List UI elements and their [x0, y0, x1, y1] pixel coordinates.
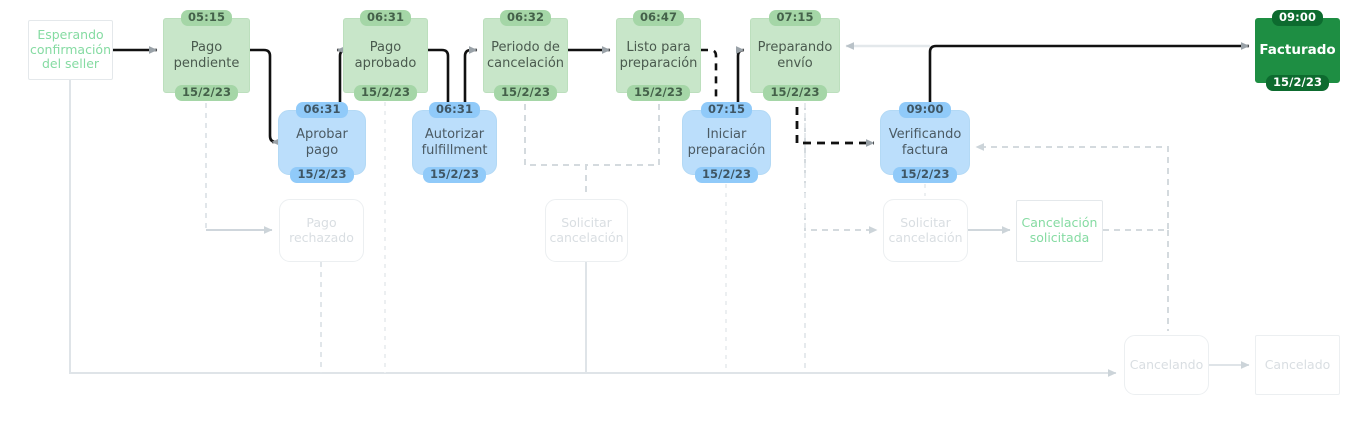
node-label: Cancelando	[1129, 356, 1204, 372]
node-date-badge: 15/2/23	[174, 84, 239, 101]
node-time-badge: 07:15	[700, 102, 753, 119]
node-label: Solicitar cancelación	[549, 214, 624, 245]
edge-periodo-solicitar1	[524, 93, 587, 196]
edge-autorizar-periodo	[463, 46, 478, 110]
node-label: Facturado	[1259, 41, 1336, 58]
node-esperando[interactable]: Esperando confirmación del seller	[28, 20, 113, 80]
node-cancelando[interactable]: Cancelando	[1124, 335, 1209, 395]
node-time-badge: 09:00	[1271, 10, 1324, 27]
edge-listo-solicitar1	[586, 93, 660, 166]
edge-prepenvio-solicitar2	[804, 93, 878, 234]
node-label: Cancelado	[1264, 356, 1331, 372]
node-date-badge: 15/2/23	[626, 84, 691, 101]
node-label: Autorizar fulfillment	[421, 127, 488, 158]
node-time-badge: 07:15	[769, 10, 821, 27]
node-label: Cancelación solicitada	[1021, 215, 1098, 245]
edge-listo-iniciarprep	[701, 48, 718, 110]
node-solicitar-1[interactable]: Solicitar cancelación	[545, 199, 628, 262]
node-canc-solic[interactable]: Cancelación solicitada	[1016, 200, 1103, 262]
edge-verifactura-facturado	[928, 42, 1250, 110]
edge-pagoaprobado-autorizar	[428, 48, 450, 110]
edge-iniciarprep-prepenvio	[735, 46, 745, 110]
node-label: Pago rechazado	[289, 214, 354, 245]
node-label: Verificando factura	[888, 127, 962, 158]
node-date-badge: 15/2/23	[353, 84, 418, 101]
node-date-badge: 15/2/23	[1265, 74, 1330, 91]
node-label: Listo para preparación	[619, 40, 698, 71]
node-date-badge: 15/2/23	[763, 84, 827, 101]
node-pago-rech[interactable]: Pago rechazado	[279, 199, 364, 262]
node-label: Pago pendiente	[173, 40, 240, 71]
node-date-badge: 15/2/23	[893, 166, 957, 183]
node-time-badge: 09:00	[899, 102, 951, 119]
edge-pagopend-aprobarpago	[250, 48, 280, 146]
node-date-badge: 15/2/23	[290, 166, 354, 183]
node-cancelado[interactable]: Cancelado	[1255, 335, 1340, 395]
node-time-badge: 06:31	[359, 10, 412, 27]
node-label: Iniciar preparación	[687, 127, 766, 158]
node-label: Esperando confirmación del seller	[30, 26, 111, 72]
edge-pagopend-down	[205, 93, 272, 231]
node-label: Solicitar cancelación	[888, 214, 963, 245]
node-time-badge: 06:47	[632, 10, 685, 27]
node-solicitar-2[interactable]: Solicitar cancelación	[883, 199, 968, 262]
node-date-badge: 15/2/23	[493, 84, 558, 101]
node-date-badge: 15/2/23	[422, 166, 487, 183]
node-time-badge: 05:15	[180, 10, 233, 27]
node-time-badge: 06:32	[499, 10, 552, 27]
node-label: Aprobar pago	[296, 127, 348, 158]
node-label: Pago aprobado	[354, 40, 417, 71]
node-time-badge: 06:31	[296, 102, 348, 119]
node-label: Preparando envío	[757, 40, 833, 71]
node-label: Periodo de cancelación	[486, 40, 565, 71]
node-date-badge: 15/2/23	[694, 166, 759, 183]
node-time-badge: 06:31	[428, 102, 481, 119]
